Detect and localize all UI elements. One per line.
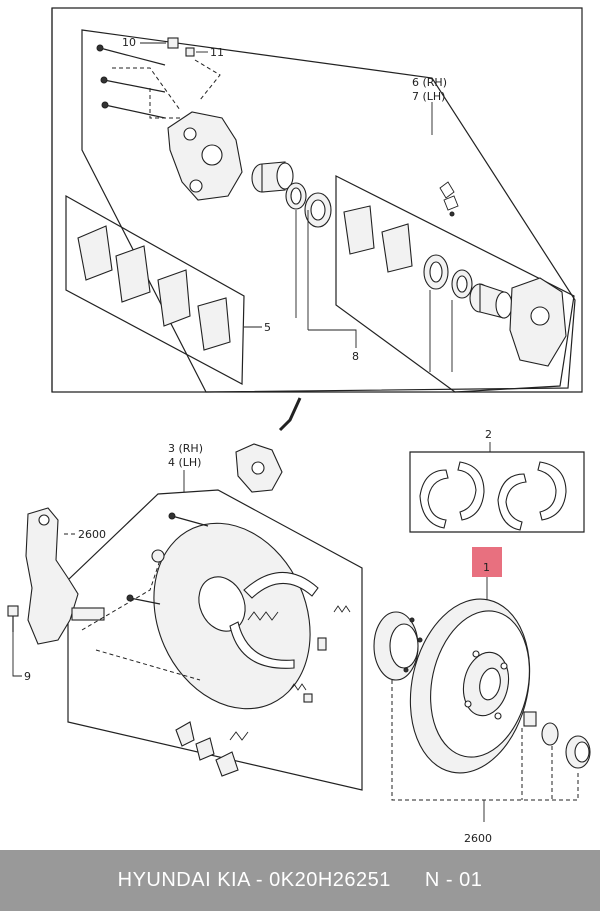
seal-ring-icon [285, 182, 332, 228]
caliper-carrier-icon [167, 111, 243, 201]
brake-disc-icon [409, 598, 531, 774]
label-8: 8 [352, 350, 359, 363]
brake-pad-icon [343, 205, 413, 273]
hub-icon [373, 611, 423, 681]
spring-clip-icon [439, 181, 459, 217]
nut-icon [167, 37, 195, 57]
label-11: 11 [210, 46, 224, 59]
caliper-housing-icon [509, 277, 567, 367]
brake-pad-icon [77, 225, 231, 351]
bearing-nut-icon [523, 711, 591, 769]
parking-lever-icon [175, 721, 249, 777]
pad-set-frame [65, 194, 245, 385]
label-2: 2 [485, 428, 492, 441]
label-4-lh: 4 (LH) [168, 456, 201, 469]
shoe-set-frame [409, 451, 585, 533]
label-10: 10 [122, 36, 136, 49]
brake-shoe-icon [419, 461, 567, 531]
brake-shoe-icon [229, 571, 319, 669]
pointer-arrow-icon [278, 397, 302, 432]
label-2600-knuckle: 2600 [78, 528, 106, 541]
seal-ring-icon [423, 254, 473, 299]
label-5: 5 [264, 321, 271, 334]
caliper-panel-outline [81, 29, 576, 393]
piston-icon [251, 161, 294, 193]
diagram-ref-text: N - 01 [424, 869, 483, 891]
highlight-part-1 [472, 547, 502, 577]
label-2600-hub: 2600 [464, 832, 492, 845]
knuckle-icon [25, 507, 105, 645]
footer-bar: HYUNDAI KIA - 0K20H26251 N - 01 [0, 850, 600, 911]
label-1: 1 [483, 561, 490, 574]
label-9: 9 [24, 670, 31, 683]
brake-exploded-diagram: 10 11 6 (RH) 7 (LH) 5 8 3 (RH) 4 (LH) 26… [7, 7, 591, 845]
label-7-lh: 7 (LH) [412, 90, 445, 103]
part-number-text: HYUNDAI KIA - 0K20H26251 [117, 869, 391, 891]
bolt-icon [96, 44, 166, 119]
fastener-icon [126, 512, 327, 703]
spring-icon [247, 605, 351, 691]
caliper-bracket-icon [235, 443, 283, 493]
label-3-rh: 3 (RH) [168, 442, 203, 455]
piston-icon [469, 283, 513, 319]
bolt-icon [7, 605, 19, 632]
label-6-rh: 6 (RH) [412, 76, 447, 89]
